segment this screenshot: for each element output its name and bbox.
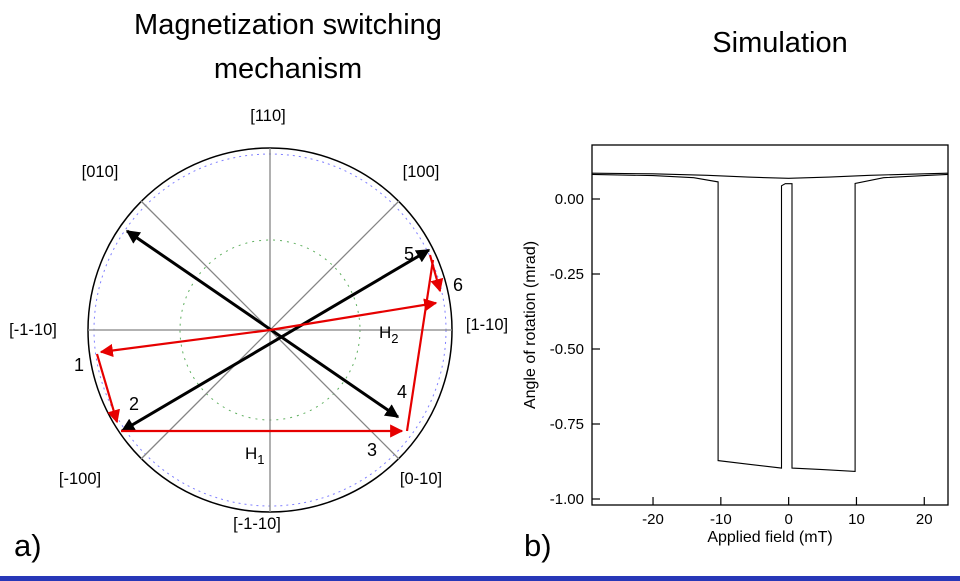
step-number-2: 2 — [129, 394, 139, 414]
x-tick-label: -10 — [710, 511, 732, 528]
direction-label-110: [110] — [250, 107, 285, 125]
y-tick-label: -1.00 — [550, 491, 584, 508]
x-tick-label: 10 — [848, 511, 865, 528]
series-switching-branch — [591, 173, 949, 472]
easy-axis-arrow-100 — [120, 248, 431, 433]
y-axis-title: Angle of rotation (mrad) — [522, 241, 539, 409]
plot-frame — [591, 144, 949, 506]
chart-plot-area: -20 -10 0 10 20 0.00 -0.25 -0.50 -0.75 -1.00 — [550, 172, 949, 528]
y-tick-label: -0.75 — [550, 416, 584, 433]
step-number-4: 4 — [397, 382, 407, 402]
direction-labels: [110] [010] [100] [-1-10] [1-10] [-100] … — [9, 107, 508, 533]
step-numbers: 1 2 3 4 5 6 — [74, 244, 463, 460]
y-tick-label: -0.50 — [550, 341, 584, 358]
h2-subscript: 2 — [391, 331, 398, 346]
direction-label-0-10: [0-10] — [400, 470, 442, 488]
step-number-1: 1 — [74, 355, 84, 375]
direction-label-bottom: [-1-10] — [233, 515, 281, 533]
path-step-4-line — [405, 259, 435, 432]
x-tick-label: 20 — [916, 511, 933, 528]
y-tick-label: 0.00 — [555, 191, 584, 208]
switching-path — [95, 254, 444, 438]
magnetization-diagram: [110] [010] [100] [-1-10] [1-10] [-100] … — [9, 107, 508, 533]
panel-a-title-line2: mechanism — [213, 52, 363, 85]
panel-a-title: Magnetization switching mechanism — [38, 4, 538, 91]
direction-label-010: [010] — [82, 163, 119, 181]
h1-base: H — [245, 444, 257, 463]
panel-b-letter: b) — [524, 528, 552, 563]
direction-label-100: [100] — [403, 163, 440, 181]
easy-axis-arrows — [120, 229, 431, 433]
x-tick-label: 0 — [784, 511, 792, 528]
step-number-5: 5 — [404, 244, 414, 264]
direction-label-left: [-1-10] — [9, 321, 57, 339]
x-tick-label: -20 — [642, 511, 664, 528]
h2-base: H — [379, 323, 391, 342]
field-label-h2: H2 — [379, 323, 399, 346]
path-step-2-arrow — [95, 353, 120, 424]
h1-subscript: 1 — [257, 452, 264, 467]
direction-label-1-10: [1-10] — [466, 316, 508, 334]
panel-b-title: Simulation — [712, 27, 848, 59]
simulation-chart: Applied field (mT) Angle of rotation (mr… — [522, 144, 949, 546]
x-axis-title: Applied field (mT) — [707, 529, 832, 546]
step-number-3: 3 — [367, 440, 377, 460]
easy-axis-arrow-010 — [125, 229, 400, 419]
direction-label--100: [-100] — [59, 470, 101, 488]
path-step-5-to-6-arrow — [428, 254, 444, 293]
series-saturated-branch — [591, 172, 949, 179]
panel-a-letter: a) — [14, 528, 42, 563]
path-step-6-arrow — [269, 298, 438, 332]
step-number-6: 6 — [453, 275, 463, 295]
bottom-accent-bar — [0, 576, 960, 581]
field-label-h1: H1 — [245, 444, 265, 467]
y-tick-label: -0.25 — [550, 266, 584, 283]
path-step-1-arrow — [99, 328, 271, 358]
panel-a-title-line1: Magnetization switching — [134, 9, 442, 41]
